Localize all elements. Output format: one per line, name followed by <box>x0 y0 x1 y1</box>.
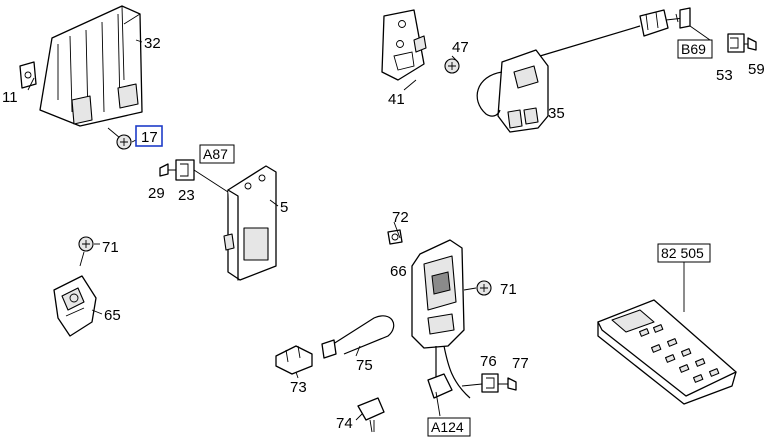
label-65: 65 <box>104 307 121 324</box>
label-47: 47 <box>452 39 469 56</box>
label-53: 53 <box>716 67 733 84</box>
screw-part-17[interactable] <box>107 127 132 150</box>
label-59: 59 <box>748 61 765 78</box>
screw-part-71-right[interactable] <box>463 280 492 296</box>
pin-part-29[interactable] <box>159 163 169 177</box>
screw-part-47[interactable] <box>444 58 460 74</box>
pin-part-59[interactable] <box>747 37 757 51</box>
label-35: 35 <box>548 105 565 122</box>
label-73: 73 <box>290 379 307 396</box>
label-66: 66 <box>390 263 407 280</box>
connector-part-76[interactable] <box>481 373 499 393</box>
label-75: 75 <box>356 357 373 374</box>
pin-part-77[interactable] <box>507 377 517 391</box>
cable-tie-part-75[interactable] <box>321 315 395 359</box>
label-5: 5 <box>280 199 288 216</box>
boxed-label-b69: B69 <box>677 39 713 59</box>
sensor-part-35[interactable] <box>476 7 691 133</box>
label-72: 72 <box>392 209 409 226</box>
label-74: 74 <box>336 415 353 432</box>
control-unit-part-5[interactable] <box>223 165 277 281</box>
boxed-label-a87: A87 <box>199 144 235 164</box>
label-17: 17 <box>141 129 158 146</box>
connector-part-53[interactable] <box>727 33 745 53</box>
label-a87: A87 <box>203 146 228 162</box>
label-23: 23 <box>178 187 195 204</box>
clip-part-11[interactable] <box>19 61 37 89</box>
label-82505: 82 505 <box>661 245 704 261</box>
control-unit-part-66[interactable] <box>411 239 471 399</box>
label-11: 11 <box>2 89 18 106</box>
label-41: 41 <box>388 91 405 108</box>
screw-part-71-left[interactable] <box>78 236 94 267</box>
label-71-left: 71 <box>102 239 119 256</box>
clip-part-73[interactable] <box>275 345 313 375</box>
highlighted-label-17[interactable]: 17 <box>135 125 163 147</box>
label-71-right: 71 <box>500 281 517 298</box>
boxed-label-a124: A124 <box>427 417 471 437</box>
label-29: 29 <box>148 185 165 202</box>
label-32: 32 <box>144 35 161 52</box>
connector-part-23[interactable] <box>175 159 195 181</box>
part-labels: 11 32 29 23 5 41 47 35 53 59 72 66 71 71… <box>2 35 765 432</box>
keypad <box>638 324 720 383</box>
label-77: 77 <box>512 355 529 372</box>
label-b69: B69 <box>681 41 706 57</box>
mounting-plate-part-41[interactable] <box>381 9 427 81</box>
boxed-label-82505: 82 505 <box>657 243 711 263</box>
label-a124: A124 <box>431 419 464 435</box>
bracket-part-32[interactable] <box>39 5 143 127</box>
clip-part-74[interactable] <box>357 397 385 433</box>
label-76: 76 <box>480 353 497 370</box>
clamp-part-65[interactable] <box>53 275 97 337</box>
leader-lines <box>27 39 549 421</box>
remote-control-part-82505[interactable] <box>597 262 737 405</box>
